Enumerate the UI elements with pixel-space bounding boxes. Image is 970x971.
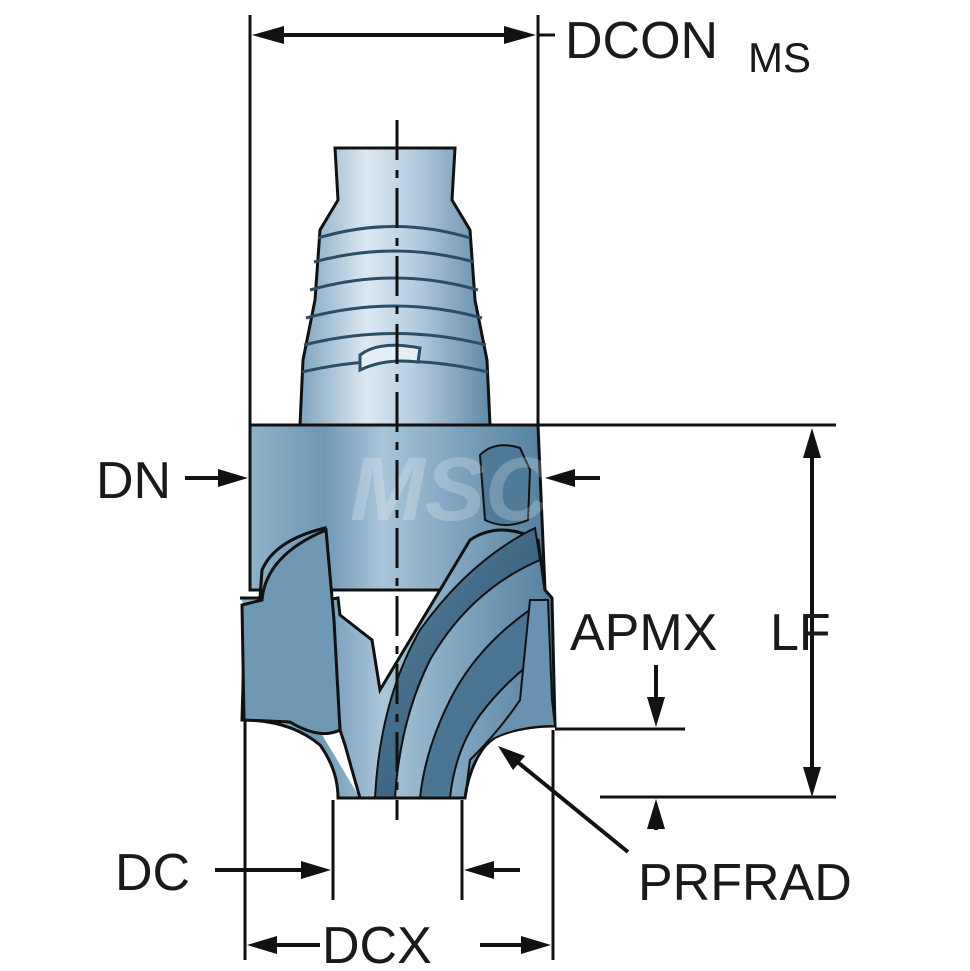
label-lf: LF [770,604,831,662]
label-dn: DN [96,452,171,510]
left-flute [240,527,342,736]
label-dcx: DCX [322,917,432,971]
dimension-lines [185,15,836,960]
label-dcon: DCON [565,12,718,70]
milling-head: MSC [240,146,557,800]
watermark: MSC [350,440,552,540]
thread-turns [301,225,489,374]
label-dc: DC [115,844,190,902]
label-dcon-subscript: MS [748,34,811,81]
label-apmx: APMX [570,604,717,662]
right-corner-radius [464,599,557,799]
body-notch [478,444,532,526]
label-prfrad: PRFRAD [638,854,852,912]
dimension-labels: DCON MS DN APMX LF DC PRFRAD DCX [96,12,852,971]
